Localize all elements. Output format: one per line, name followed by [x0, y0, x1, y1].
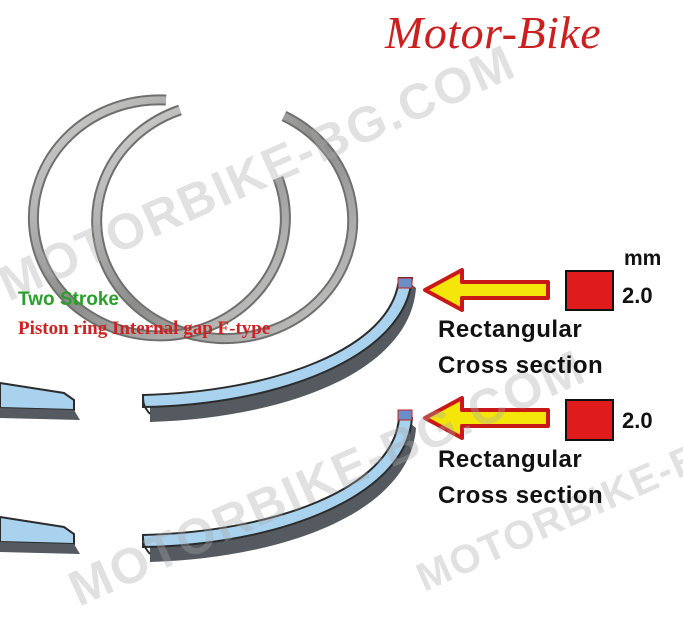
ring-diagram-upper	[0, 277, 416, 422]
subheading: Piston ring Internal gap F-type	[18, 318, 271, 339]
unit-label: mm	[624, 247, 662, 270]
heading-two-stroke: Two Stroke	[18, 289, 119, 310]
ring-diagram-lower	[0, 409, 416, 562]
section-label-lower-line2: Cross section	[438, 482, 604, 509]
cross-section-square-lower	[565, 399, 614, 441]
piston-rings-photo	[27, 94, 359, 345]
dimension-lower: 2.0	[622, 408, 653, 433]
arrow-upper-icon	[423, 268, 550, 312]
section-label-upper-line1: Rectangular	[438, 316, 583, 343]
arrow-lower-icon	[423, 396, 550, 440]
illustration	[0, 94, 614, 562]
brand-title: Motor-Bike	[385, 7, 602, 58]
cross-section-square-upper	[565, 270, 614, 311]
section-label-lower-line1: Rectangular	[438, 446, 583, 473]
dimension-upper: 2.0	[622, 283, 653, 308]
section-label-upper-line2: Cross section	[438, 352, 604, 379]
